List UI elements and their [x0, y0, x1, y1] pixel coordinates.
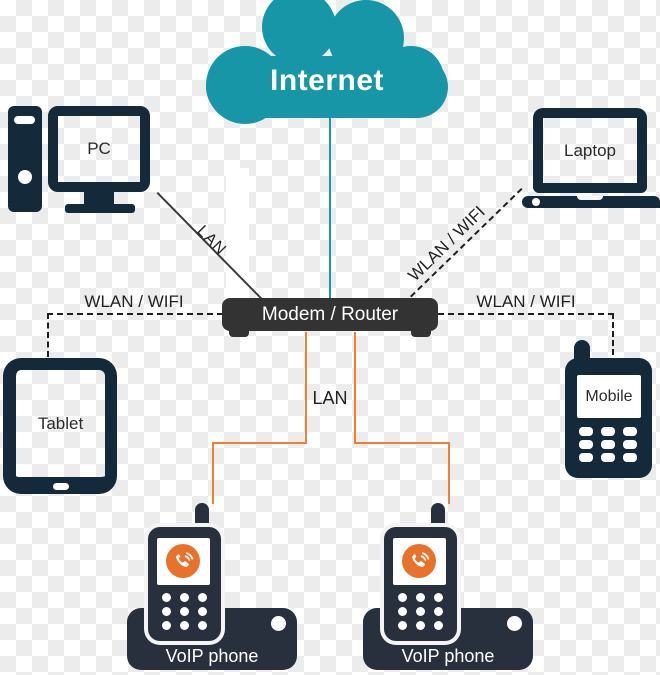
voip-handset	[384, 527, 457, 641]
modem-foot	[411, 330, 431, 337]
mobile-keypad	[579, 427, 637, 462]
tablet-modem-line-h	[47, 313, 223, 315]
laptop-label: Laptop	[564, 140, 616, 160]
pc-monitor: PC	[48, 106, 150, 192]
voip-keypad	[162, 593, 207, 630]
voip-keypad	[398, 593, 443, 630]
modem-foot	[229, 330, 249, 337]
call-icon	[166, 544, 200, 578]
laptop-modem-line	[410, 187, 523, 298]
voip-right-line-v1	[354, 332, 356, 442]
white-artifact	[226, 168, 249, 299]
mobile-modem-line-h	[438, 313, 614, 315]
pc-stand-base	[65, 204, 135, 213]
call-icon	[402, 544, 436, 578]
tablet-home-button	[52, 483, 69, 490]
pc-tower-slot	[14, 116, 35, 124]
voip-base-dot	[271, 616, 286, 631]
pc-lan-label: LAN	[193, 222, 230, 259]
tablet-wlan-label: WLAN / WIFI	[84, 292, 184, 311]
tablet-label: Tablet	[37, 413, 84, 433]
tablet-icon: Tablet	[3, 358, 117, 494]
voip-screen	[157, 538, 210, 585]
voip-left-line-v1	[305, 332, 307, 442]
voip-right-line-v2	[448, 442, 450, 504]
tablet-modem-line-v	[47, 313, 49, 357]
voip-lan-label: LAN	[312, 388, 348, 408]
pc-label: PC	[87, 139, 111, 158]
voip-phone-right-icon: VoIP phone	[363, 503, 533, 670]
laptop-base	[522, 196, 660, 208]
voip-screen	[393, 538, 446, 585]
pc-stand-neck	[84, 192, 114, 206]
voip-left-line-h	[212, 442, 307, 444]
pc-tower-button	[18, 170, 32, 184]
mobile-screen: Mobile	[577, 375, 641, 418]
laptop-base-dot	[532, 198, 540, 206]
voip-left-line-v2	[212, 442, 214, 504]
voip-base-dot	[507, 616, 522, 631]
internet-modem-line	[329, 115, 331, 299]
laptop-wlan-label: WLAN / WIFI	[404, 202, 489, 286]
mobile-icon: Mobile	[565, 340, 660, 478]
laptop-screen: Laptop	[533, 108, 647, 193]
mobile-wlan-label: WLAN / WIFI	[476, 292, 576, 311]
pc-tower	[8, 106, 42, 212]
internet-label: Internet	[269, 64, 384, 97]
voip-right-line-h	[354, 442, 450, 444]
voip-left-label: VoIP phone	[165, 646, 259, 666]
modem-body: Modem / Router	[222, 298, 438, 331]
cloud-puff	[262, 0, 336, 64]
laptop-latch	[577, 196, 603, 200]
voip-right-label: VoIP phone	[401, 646, 495, 666]
mobile-label: Mobile	[585, 387, 633, 405]
mobile-body: Mobile	[565, 358, 652, 478]
modem-label: Modem / Router	[261, 303, 399, 325]
mobile-modem-line-v	[612, 313, 614, 355]
voip-phone-left-icon: VoIP phone	[127, 503, 297, 670]
cloud-body	[206, 56, 448, 118]
voip-handset	[148, 527, 221, 641]
